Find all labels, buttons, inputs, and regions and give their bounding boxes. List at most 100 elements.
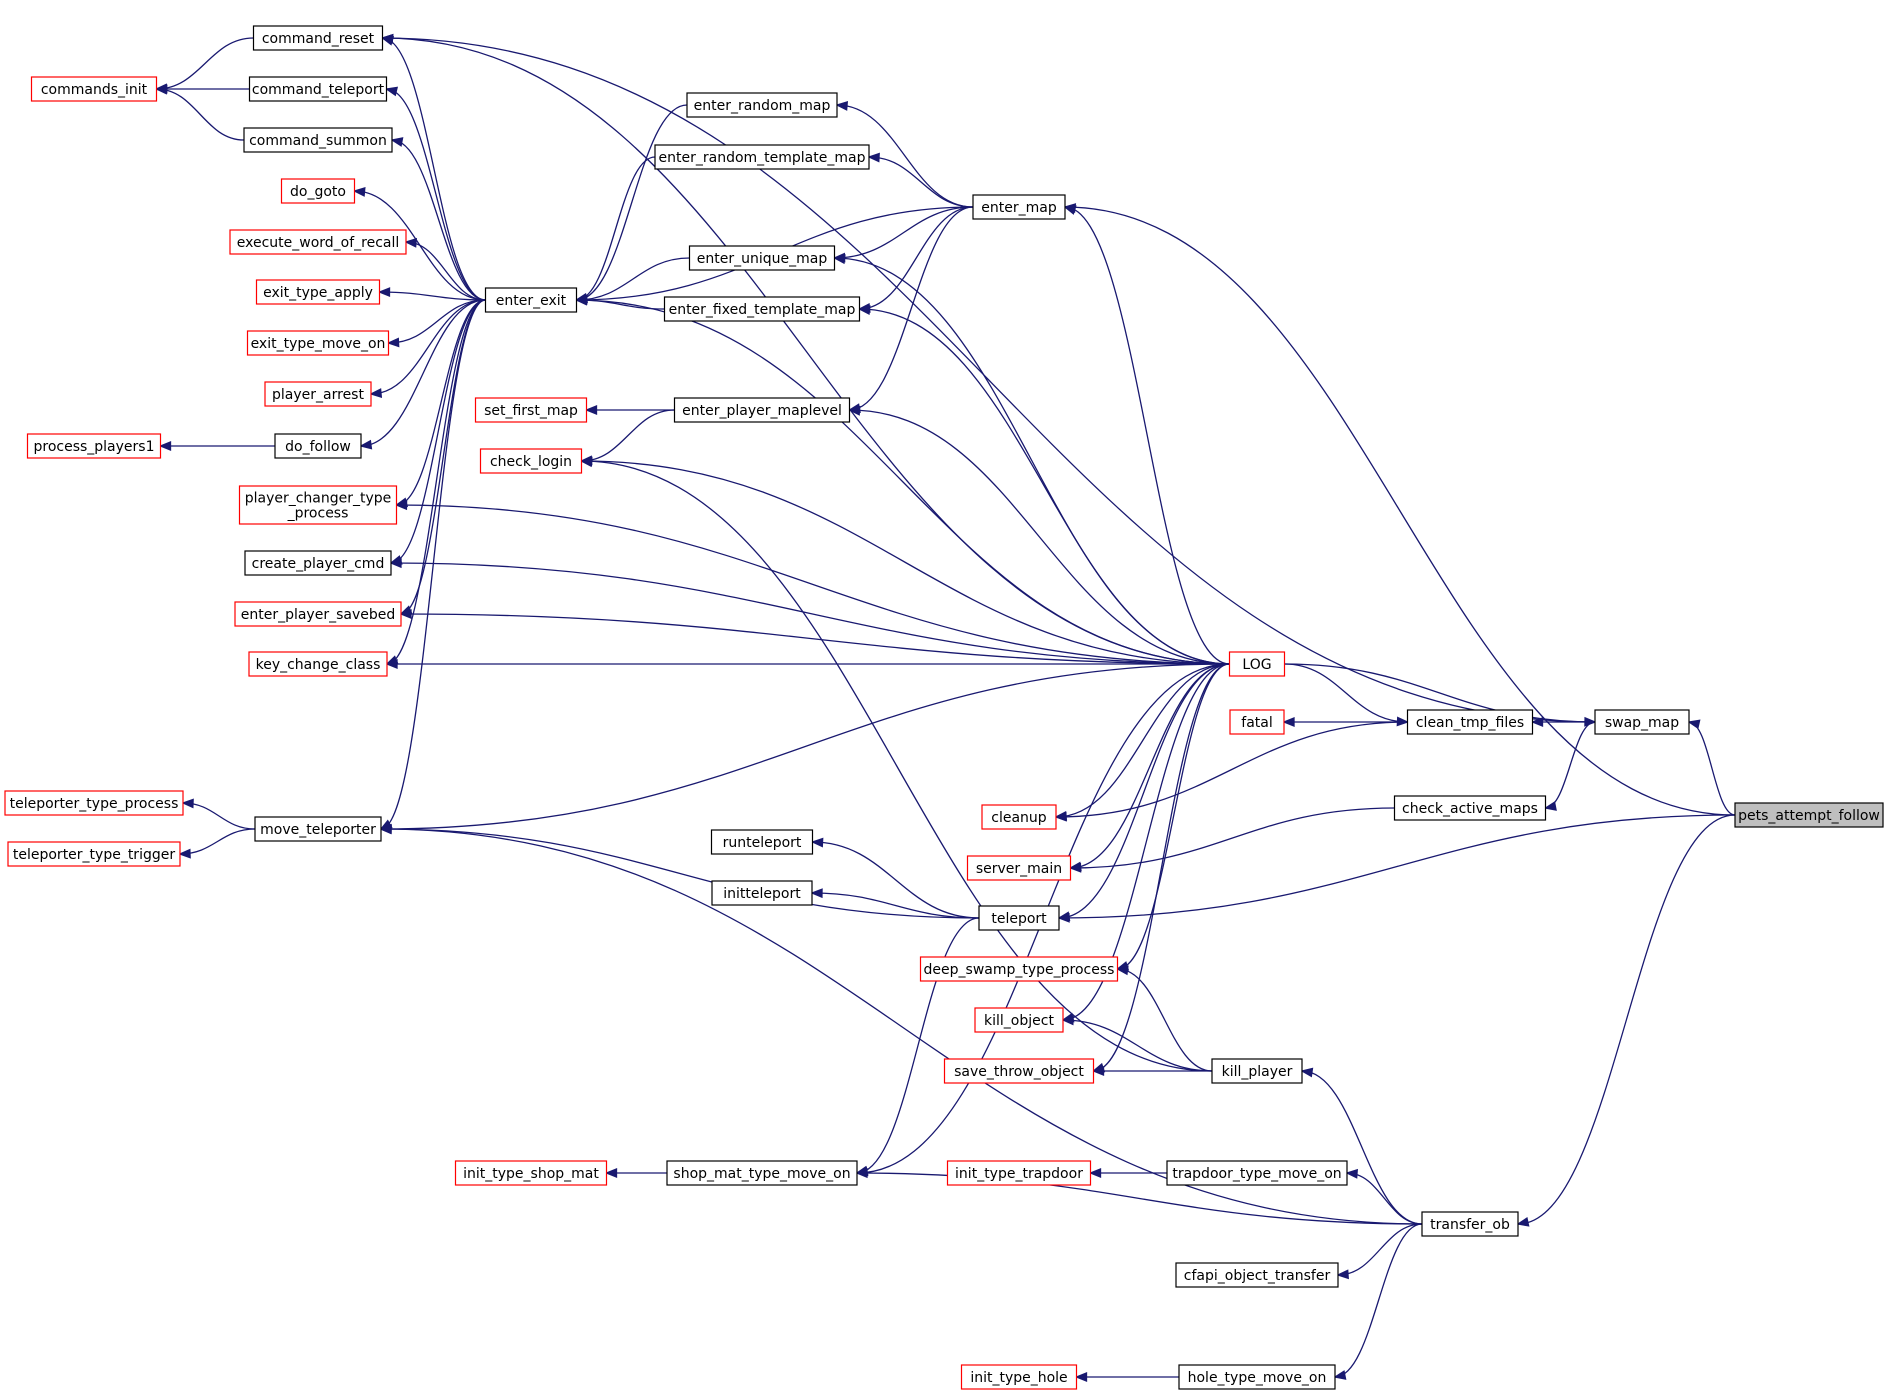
node-label-init_type_shop_mat: init_type_shop_mat <box>463 1166 599 1182</box>
node-init_type_shop_mat[interactable]: init_type_shop_mat <box>454 1160 608 1186</box>
node-label-enter_random_template_map: enter_random_template_map <box>659 150 866 166</box>
node-save_throw_object[interactable]: save_throw_object <box>943 1058 1095 1084</box>
node-label-player_changer_type_process-0: player_changer_type <box>245 491 392 507</box>
node-enter_random_template_map[interactable]: enter_random_template_map <box>654 144 870 170</box>
node-enter_map[interactable]: enter_map <box>972 194 1066 220</box>
node-do_follow[interactable]: do_follow <box>274 433 362 459</box>
edge-LOG-to-player_changer_type_process <box>396 504 1230 665</box>
node-box-enter_random_template_map <box>654 144 870 170</box>
node-cfapi_object_transfer[interactable]: cfapi_object_transfer <box>1175 1262 1339 1288</box>
node-box-enter_exit <box>484 287 578 313</box>
edges-layer <box>154 33 1736 1382</box>
node-enter_player_maplevel[interactable]: enter_player_maplevel <box>673 397 851 423</box>
node-hole_type_move_on[interactable]: hole_type_move_on <box>1178 1364 1336 1390</box>
arrowhead-enter_player_savebed <box>399 609 412 620</box>
node-label-exit_type_apply: exit_type_apply <box>263 285 373 301</box>
arrowhead-do_goto <box>352 187 366 197</box>
arrowhead-enter_random_map <box>835 100 849 111</box>
node-shop_mat_type_move_on[interactable]: shop_mat_type_move_on <box>666 1160 858 1186</box>
node-initteleport[interactable]: initteleport <box>711 880 813 906</box>
node-label-exit_type_move_on: exit_type_move_on <box>251 336 386 352</box>
node-check_login[interactable]: check_login <box>479 448 583 474</box>
edge-enter_map-to-enter_unique_map <box>834 206 974 259</box>
node-box-key_change_class <box>248 651 388 677</box>
node-command_reset[interactable]: command_reset <box>252 25 384 51</box>
edge-enter_map-to-enter_player_maplevel <box>849 206 974 411</box>
edge-transfer_ob-to-hole_type_move_on <box>1334 1223 1423 1378</box>
edge-LOG-to-enter_fixed_template_map <box>859 308 1230 665</box>
node-enter_random_map[interactable]: enter_random_map <box>686 92 838 118</box>
node-enter_player_savebed[interactable]: enter_player_savebed <box>234 601 402 627</box>
node-command_summon[interactable]: command_summon <box>243 127 393 153</box>
node-transfer_ob[interactable]: transfer_ob <box>1421 1211 1519 1237</box>
arrowhead-move_teleporter <box>379 824 392 835</box>
edge-pets_attempt_follow-to-teleport <box>1058 814 1736 919</box>
node-trapdoor_type_move_on[interactable]: trapdoor_type_move_on <box>1166 1160 1348 1186</box>
node-label-enter_player_savebed: enter_player_savebed <box>241 607 396 623</box>
node-exit_type_apply[interactable]: exit_type_apply <box>255 279 381 305</box>
node-box-command_reset <box>252 25 384 51</box>
node-teleport[interactable]: teleport <box>978 905 1060 931</box>
node-box-command_summon <box>243 127 393 153</box>
node-enter_unique_map[interactable]: enter_unique_map <box>688 245 836 271</box>
arrowhead-runteleport <box>810 837 824 848</box>
arrowhead-teleport <box>1057 912 1070 923</box>
node-label-execute_word_of_recall: execute_word_of_recall <box>237 235 400 251</box>
node-commands_init[interactable]: commands_init <box>30 76 158 102</box>
edge-enter_map-to-enter_fixed_template_map <box>859 206 974 310</box>
node-player_changer_type_process[interactable]: player_changer_type_process <box>238 485 398 525</box>
arrowhead-check_login <box>579 457 593 468</box>
node-box-player_changer_type_process <box>238 485 398 525</box>
edge-command_reset-to-commands_init <box>156 37 254 90</box>
node-init_type_trapdoor[interactable]: init_type_trapdoor <box>946 1160 1092 1186</box>
node-teleporter_type_trigger[interactable]: teleporter_type_trigger <box>7 841 181 867</box>
node-fatal[interactable]: fatal <box>1229 709 1285 735</box>
edge-LOG-to-enter_player_savebed <box>400 613 1230 665</box>
node-label-save_throw_object: save_throw_object <box>954 1064 1084 1080</box>
node-enter_fixed_template_map[interactable]: enter_fixed_template_map <box>663 296 861 322</box>
node-box-exit_type_apply <box>255 279 381 305</box>
node-exit_type_move_on[interactable]: exit_type_move_on <box>246 330 390 356</box>
node-set_first_map[interactable]: set_first_map <box>474 397 588 423</box>
node-runteleport[interactable]: runteleport <box>710 829 814 855</box>
arrowhead-init_type_trapdoor <box>1088 1168 1102 1178</box>
node-deep_swamp_type_process[interactable]: deep_swamp_type_process <box>919 956 1119 982</box>
node-command_teleport[interactable]: command_teleport <box>248 76 388 102</box>
arrowhead-cfapi_object_transfer <box>1336 1269 1349 1280</box>
node-label-init_type_hole: init_type_hole <box>970 1370 1067 1386</box>
arrowhead-enter_map <box>1063 203 1077 214</box>
edge-enter_map-to-enter_random_template_map <box>868 156 974 208</box>
arrowhead-check_active_maps <box>1543 801 1557 811</box>
node-kill_object[interactable]: kill_object <box>974 1007 1064 1033</box>
node-label-process_players1: process_players1 <box>33 439 154 455</box>
node-label-command_summon: command_summon <box>249 133 387 149</box>
node-process_players1[interactable]: process_players1 <box>26 433 162 459</box>
node-move_teleporter[interactable]: move_teleporter <box>254 816 382 842</box>
arrowhead-exit_type_move_on <box>386 337 400 348</box>
node-swap_map[interactable]: swap_map <box>1594 709 1690 735</box>
node-clean_tmp_files[interactable]: clean_tmp_files <box>1406 709 1534 735</box>
nodes-layer: command_reset commands_init command_telepo… <box>4 25 1884 1390</box>
node-init_type_hole[interactable]: init_type_hole <box>960 1364 1078 1390</box>
edge-enter_exit-to-enter_player_savebed <box>400 299 486 615</box>
edge-swap_map-to-check_active_maps <box>1545 721 1596 809</box>
node-box-trapdoor_type_move_on <box>1166 1160 1348 1186</box>
node-server_main[interactable]: server_main <box>966 855 1072 881</box>
node-label-teleporter_type_trigger: teleporter_type_trigger <box>13 847 175 863</box>
node-create_player_cmd[interactable]: create_player_cmd <box>244 550 392 576</box>
node-enter_exit[interactable]: enter_exit <box>484 287 578 313</box>
node-box-init_type_shop_mat <box>454 1160 608 1186</box>
node-pets_attempt_follow[interactable]: pets_attempt_follow <box>1734 802 1884 828</box>
node-execute_word_of_recall[interactable]: execute_word_of_recall <box>229 229 407 255</box>
node-key_change_class[interactable]: key_change_class <box>248 651 388 677</box>
node-label-player_changer_type_process-1: _process <box>287 506 349 522</box>
node-do_goto[interactable]: do_goto <box>280 178 356 204</box>
node-player_arrest[interactable]: player_arrest <box>264 381 372 407</box>
node-box-check_login <box>479 448 583 474</box>
node-cleanup[interactable]: cleanup <box>981 804 1057 830</box>
node-LOG[interactable]: LOG <box>1228 651 1286 677</box>
node-teleporter_type_process[interactable]: teleporter_type_process <box>4 790 184 816</box>
node-box-save_throw_object <box>943 1058 1095 1084</box>
node-check_active_maps[interactable]: check_active_maps <box>1393 795 1547 821</box>
node-kill_player[interactable]: kill_player <box>1211 1058 1303 1084</box>
